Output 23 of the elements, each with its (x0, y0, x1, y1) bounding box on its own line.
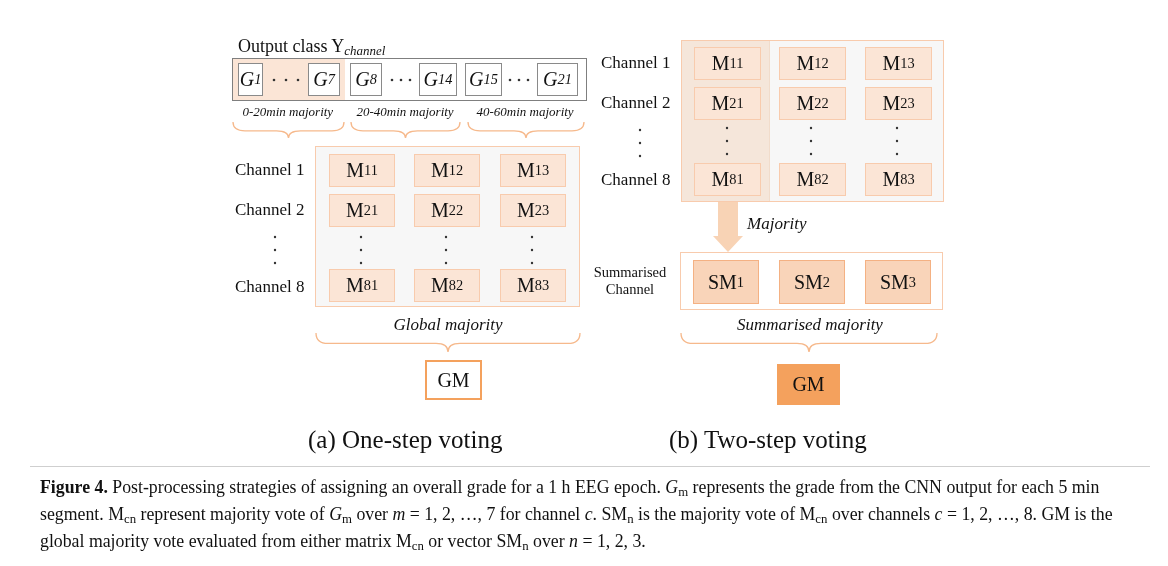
heading-text: Output class Y$_{channel}$ (238, 36, 386, 60)
channel-label: Channel 1 (601, 53, 671, 73)
subfigure-label: (b) Two-step voting (669, 426, 867, 454)
global-majority-box: GM (425, 360, 482, 400)
global-majority-box: GM (777, 364, 840, 405)
segment-label: 0-20min majority (242, 104, 334, 120)
channel-label: Channel 2 (235, 200, 305, 220)
matrix-panel (680, 252, 943, 310)
channel-label: Channel 8 (601, 170, 671, 190)
subfigure-label: (a) One-step voting (308, 426, 503, 454)
segment-label: 20-40min majority (356, 104, 454, 120)
edge-label: Majority (747, 214, 807, 234)
channel-label: Summarised Channel (592, 263, 668, 299)
matrix-panel (681, 40, 944, 202)
brace-label: Summarised majority (737, 315, 883, 335)
channel-label: Channel 8 (235, 277, 305, 297)
segment-label: 40-60min majority (476, 104, 574, 120)
channel-label: Channel 2 (601, 93, 671, 113)
channel-label: Channel 1 (235, 160, 305, 180)
arrow (713, 202, 743, 252)
matrix-panel (315, 146, 580, 307)
brace-label: Global majority (393, 315, 503, 335)
figure-caption: Figure 4. Post-processing strategies of assigning an overall grade for a 1 h EEG epoch. G$_{m}$ represents the grade from the CNN output for each 5 min segment. M$_{cn}$ represent majority vote of G$_{m}$ over m = 1, 2, …, 7 for channel c. SM$_{n}$ is the majority vote of M$_{cn}$ over channels c = 1, 2, …, 8. GM is the global majority vote evaluated from either matrix M$_{cn}$ or vector SM$_{n}$ over n = 1, 2, 3. (40, 476, 1114, 556)
